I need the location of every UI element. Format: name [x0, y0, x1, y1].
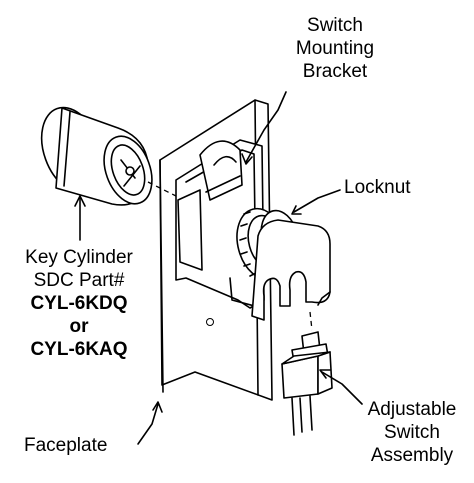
label-line: SDC Part#	[33, 270, 125, 291]
label-line: Key Cylinder	[25, 247, 133, 268]
faceplate-label: Faceplate	[24, 434, 134, 457]
label-line: Switch	[384, 422, 440, 443]
faceplate-leader	[137, 403, 159, 445]
leader-lines	[74, 91, 363, 445]
label-line: Faceplate	[24, 435, 108, 456]
locknut-leader	[293, 189, 341, 213]
switch-mounting-bracket-label: Switch Mounting Bracket	[265, 14, 405, 83]
label-line: Bracket	[302, 61, 368, 82]
label-line: Adjustable	[367, 399, 457, 420]
adjustable-switch-drawing	[281, 331, 333, 436]
switch-assembly-leader	[321, 371, 363, 405]
switch-assembly-arrowhead	[319, 369, 331, 379]
locknut-arrowhead	[291, 205, 302, 215]
bracket-leader	[245, 91, 287, 163]
label-line: Assembly	[370, 445, 454, 466]
part-number-or: or	[69, 316, 89, 337]
key-cylinder-arrowhead	[74, 195, 86, 207]
adjustable-switch-assembly-label: Adjustable Switch Assembly	[352, 398, 472, 467]
key-cylinder-drawing	[40, 106, 153, 206]
switch-mounting-bracket-drawing	[175, 139, 265, 309]
key-cylinder-label: Key Cylinder SDC Part# CYL-6KDQ or CYL-6…	[4, 246, 154, 361]
label-line: Locknut	[344, 177, 411, 198]
faceplate-arrowhead	[152, 401, 163, 413]
label-line: Mounting	[295, 38, 375, 59]
switch-plate-drawing	[251, 219, 331, 321]
part-number-alternate: CYL-6KAQ	[30, 339, 128, 360]
switch-explode-line	[309, 311, 313, 331]
part-number-primary: CYL-6KDQ	[30, 293, 128, 314]
bracket-arrowhead	[241, 153, 253, 165]
locknut-label: Locknut	[344, 176, 434, 199]
label-line: Switch	[307, 15, 363, 36]
